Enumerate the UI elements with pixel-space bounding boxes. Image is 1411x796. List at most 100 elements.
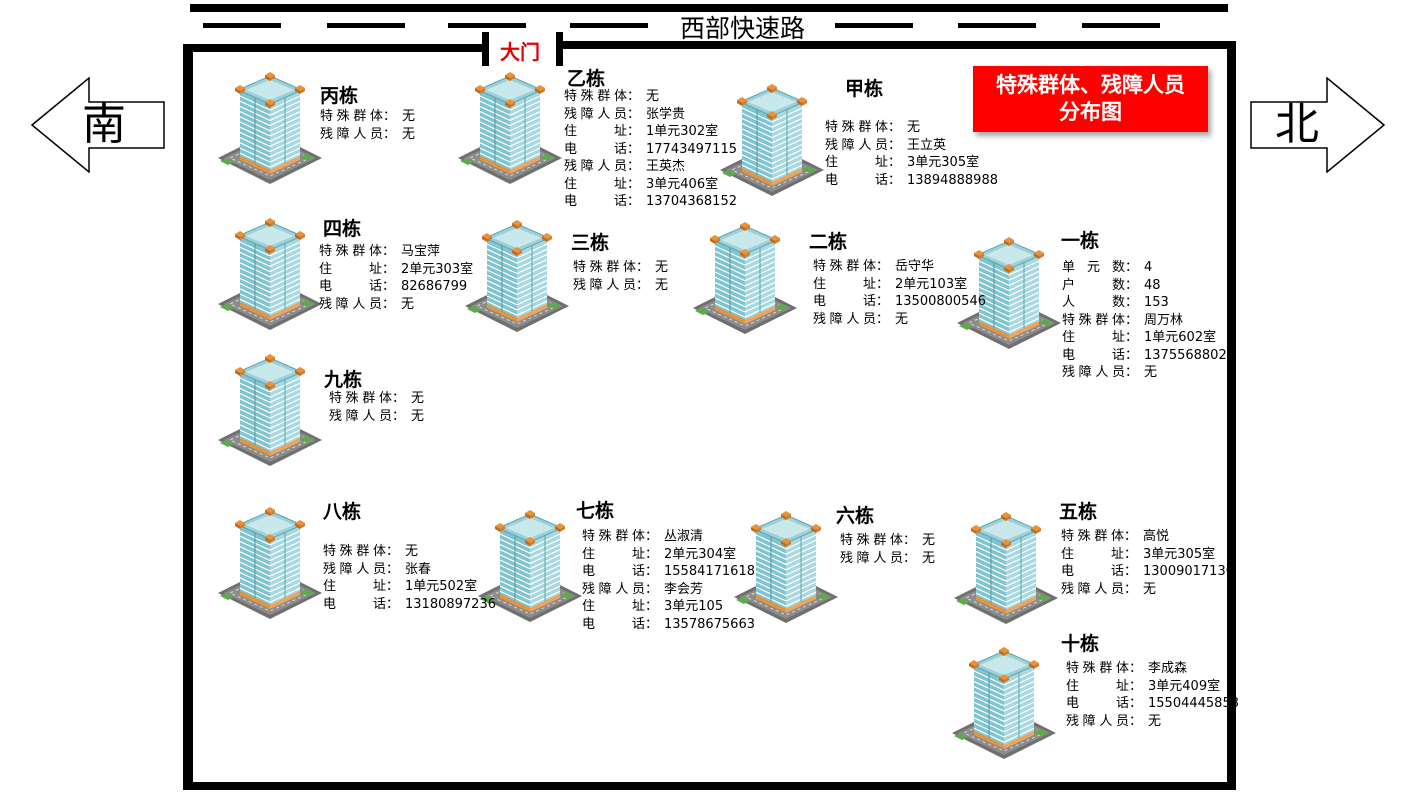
building-icon [957,237,1061,349]
info-label: 电话： [825,172,901,188]
info-label: 住址： [323,579,399,594]
info-row: 户数：48 [1062,277,1235,295]
building-icon [720,84,824,196]
building-icon [218,354,322,466]
info-value: 17743497115 [646,141,737,157]
building-info-jia: 特殊群体：无残障人员：王立英住址：3单元305室电话：13894888988 [825,119,998,189]
info-row: 残障人员：无 [573,277,668,295]
info-label: 残障人员： [323,561,399,577]
info-label: 特殊群体： [1062,312,1138,328]
building-icon [954,512,1058,624]
info-label: 残障人员： [564,106,640,122]
info-label: 电话： [582,616,658,632]
building-name-jiu: 九栋 [324,369,363,391]
info-row: 住址：3单元105 [582,598,755,616]
gate-post-left [482,32,489,66]
info-row: 住址：3单元406室 [564,176,737,194]
info-row: 残障人员：无 [320,126,415,144]
road-dash [570,23,648,28]
info-value: 3单元406室 [646,176,719,192]
map-title-line1: 特殊群体、残障人员 [996,73,1185,97]
building-name-wu: 五栋 [1059,501,1098,523]
info-value: 无 [1144,365,1158,380]
info-row: 住址： 3单元409室 [1066,678,1239,696]
info-value: 15504445853 [1148,696,1239,711]
road-dash [835,23,913,28]
info-label: 特殊群体： [1061,529,1137,544]
info-row: 特殊群体：无 [564,88,737,106]
wall-top-right [559,41,1236,49]
info-label: 特殊群体： [582,529,658,544]
info-label: 电话： [582,564,658,579]
info-row: 特殊群体：无 [825,119,998,137]
info-row: 特殊群体：周万林 [1062,312,1235,330]
building-name-qi: 七栋 [576,500,615,522]
info-label: 电话： [1061,564,1137,579]
info-label: 住址： [1066,678,1142,694]
info-row: 残障人员：无 [840,550,935,568]
info-value: 1单元302室 [646,124,719,139]
building-name-shi: 十栋 [1061,633,1100,655]
building-icon [465,220,569,332]
building-icon [478,510,582,622]
info-row: 残障人员：无 [1062,364,1235,382]
info-label: 特殊群体： [564,89,640,104]
info-row: 电话：15504445853 [1066,695,1239,713]
info-label: 电话： [1062,347,1138,363]
info-value: 无 [411,408,425,424]
info-row: 电话： 13578675663 [582,616,755,634]
building-icon [734,511,838,623]
info-value: 无 [655,260,669,275]
info-label: 特殊群体： [1066,661,1142,676]
info-label: 电话： [319,279,395,294]
info-row: 残障人员： 张春 [323,561,496,579]
info-value: 153 [1144,295,1169,310]
info-value: 1单元502室 [405,579,478,594]
info-label: 住址： [319,261,395,277]
info-value: 3单元305室 [907,155,980,170]
info-row: 残障人员：王立英 [825,137,998,155]
info-value: 无 [1148,713,1162,729]
info-row: 残障人员： 无 [1066,713,1239,731]
info-value: 13704368152 [646,194,737,209]
info-row: 残障人员：无 [319,296,473,314]
arrow-right-icon [1250,77,1385,173]
info-value: 13578675663 [664,616,755,632]
info-row: 住址： 2单元303室 [319,261,473,279]
info-label: 户数： [1062,277,1138,293]
wall-top-left [183,44,486,52]
info-row: 特殊群体：丛淑清 [582,528,755,546]
building-icon [952,647,1056,759]
info-value: 无 [401,296,415,312]
info-value: 3单元409室 [1148,678,1221,694]
info-value: 张春 [405,561,432,577]
info-label: 住址： [582,546,658,562]
info-label: 电话： [564,194,640,209]
arrow-left-icon [31,77,165,173]
info-row: 住址：1单元602室 [1062,329,1235,347]
info-value: 3单元105 [664,599,724,614]
info-label: 特殊群体： [813,259,889,274]
info-row: 住址：1单元302室 [564,123,737,141]
info-label: 残障人员： [813,311,889,327]
info-label: 残障人员： [825,137,901,153]
info-value: 13500800546 [895,294,986,309]
info-label: 残障人员： [1066,713,1142,729]
building-name-yi: 乙栋 [567,68,606,90]
info-label: 住址： [825,155,901,170]
info-value: 2单元103室 [895,276,968,292]
info-row: 特殊群体：岳守华 [813,258,986,276]
info-row: 电话：15584171618 [582,563,755,581]
road-dash [1082,23,1160,28]
info-row: 特殊群体：无 [329,390,424,408]
info-row: 住址： 1单元502室 [323,578,496,596]
building-name-san: 三栋 [571,232,610,254]
info-label: 残障人员： [573,277,649,293]
road-dash [448,23,526,28]
info-value: 13755688023 [1144,347,1235,363]
wall-left [183,44,193,790]
info-value: 2单元303室 [401,261,474,277]
